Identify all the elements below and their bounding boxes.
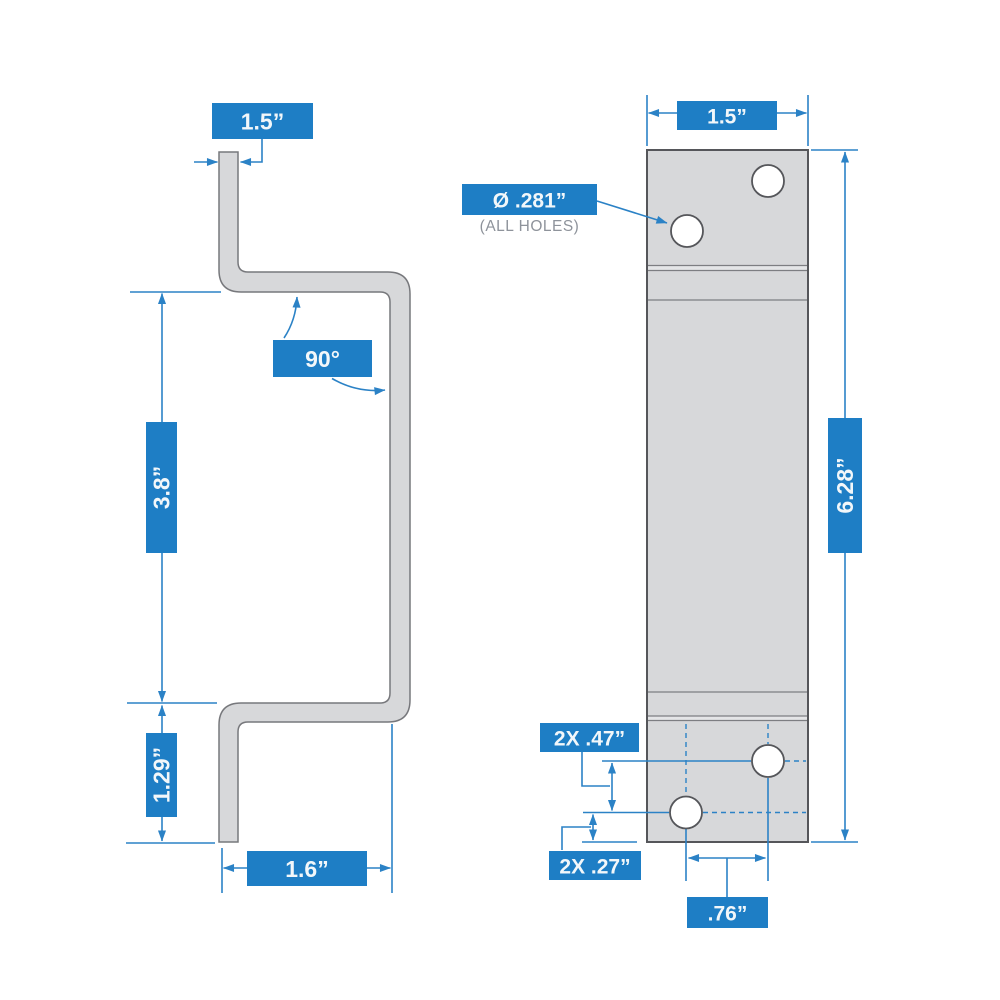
dim-label-box [146,422,177,553]
leader-elbow [581,752,610,787]
dim-label-text: 1.29” [149,747,175,803]
dim-plate-height: 6.28” [811,149,862,843]
dim-label-text: .76” [708,902,748,925]
hole-top-right [751,164,785,198]
dim-label-text: 3.8” [149,466,175,509]
dim-hole-horizontal-spacing: .76” [687,853,768,928]
dim-bend-angle: 90° [273,296,386,396]
dim-label-text: 6.28” [832,457,858,513]
bracket-plate-shape [646,149,809,843]
mounting-holes [669,164,785,830]
dim-label-box [828,418,862,553]
dim-label-text: 90° [305,346,340,372]
hole-centerlines [583,724,806,881]
dim-lower-height: 1.29” [126,702,217,844]
dim-label-box [549,851,641,880]
dim-hole-edge-offset: 2X .27” [549,814,641,880]
leader-elbow [561,826,591,850]
bend-lines-bottom [648,691,807,722]
dim-leader-line [240,139,263,167]
dim-label-text: 1.5” [241,109,284,135]
dim-label-box [247,851,367,886]
dim-plate-width: 1.5” [646,95,809,146]
angle-arc-upper [283,296,301,339]
dim-label-box [677,101,777,130]
dim-label-box [687,897,768,928]
side-view: 1.5” 90° 3.8” 1.29” [126,103,411,893]
dim-label-box [273,340,372,377]
all-holes-note: (ALL HOLES) [480,218,580,235]
dim-base-width: 1.6” [221,724,393,893]
front-view: 1.5” Ø .281” (ALL HOLES) 6.28” 2X .47” [462,95,862,928]
dim-label-text: Ø .281” [493,189,567,212]
dim-upper-height: 3.8” [130,291,221,702]
bend-lines-top [648,264,807,301]
dim-hole-diameter: Ø .281” (ALL HOLES) [462,184,668,235]
bend-strip [648,716,807,721]
angle-arc-lower [331,377,386,396]
dim-label-text: 1.6” [285,856,328,882]
hole-top-left [670,214,704,248]
dim-label-box [146,733,177,817]
bend-strip [648,266,807,271]
hole-bottom-left [669,795,703,830]
dim-label-text: 1.5” [707,105,747,128]
dim-hole-pair-spacing: 2X .47” [540,723,639,811]
hole-bottom-right [751,744,785,778]
dim-label-text: 2X .27” [559,855,630,878]
dim-label-box [462,184,597,215]
dim-label-box [540,723,639,752]
dim-flange-width: 1.5” [194,103,313,167]
dim-label-text: 2X .47” [554,727,625,750]
bracket-profile-shape [218,151,411,843]
dim-label-box [212,103,313,139]
leader-line [596,200,668,224]
